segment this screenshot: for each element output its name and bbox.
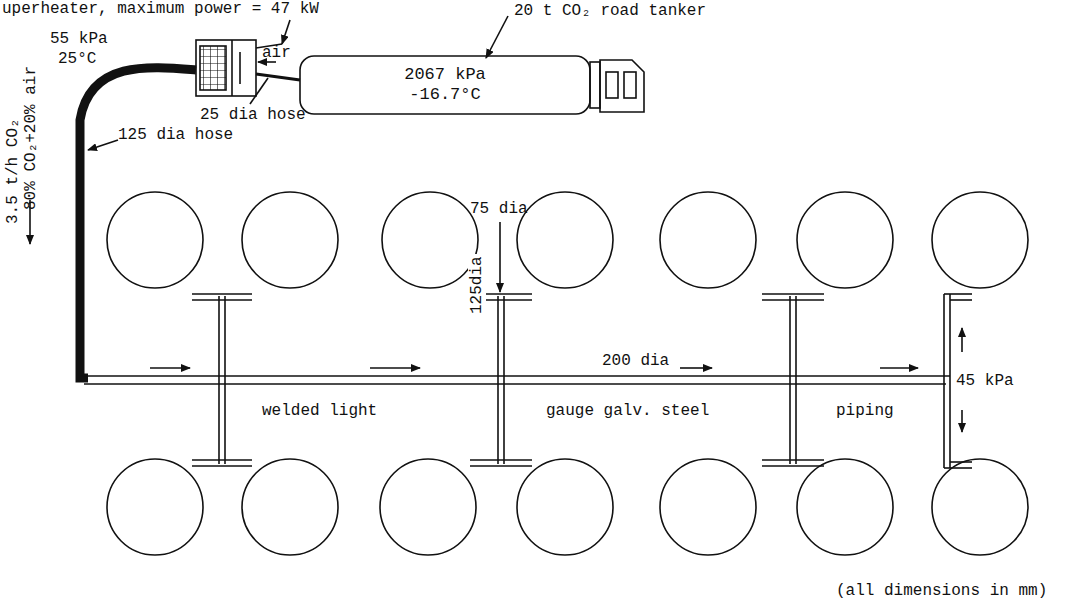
flow-rate: 3.5 t/h CO₂ xyxy=(4,118,22,224)
tank-condition: 2067 kPa xyxy=(404,65,486,85)
gas-mixture: 80% CO₂+20% air xyxy=(22,66,40,210)
hose-size: 25 dia hose xyxy=(200,106,306,124)
dimension-note: (all dimensions in mm) xyxy=(836,582,1047,600)
tanker-tank: 2067 kPa-16.7°C xyxy=(330,58,560,112)
pipe-size: 125dia xyxy=(468,254,486,316)
component-callout: 20 t CO₂ road tanker xyxy=(514,2,706,20)
pipe-size: 75 dia xyxy=(470,200,528,218)
pipe-note: welded light xyxy=(262,402,377,420)
pressure-value: 55 kPa xyxy=(50,30,108,48)
pressure-value: 45 kPa xyxy=(954,372,1016,390)
hose-size: 125 dia hose xyxy=(118,126,233,144)
pipe-note: gauge galv. steel xyxy=(546,402,709,420)
temperature-value: 25°C xyxy=(58,50,96,68)
inlet-label: air xyxy=(262,44,291,62)
tank-condition: -16.7°C xyxy=(409,85,480,105)
pipe-note: piping xyxy=(836,402,894,420)
pipe-size: 200 dia xyxy=(600,352,671,370)
component-callout: uperheater, maximum power = 47 kW xyxy=(2,0,319,18)
